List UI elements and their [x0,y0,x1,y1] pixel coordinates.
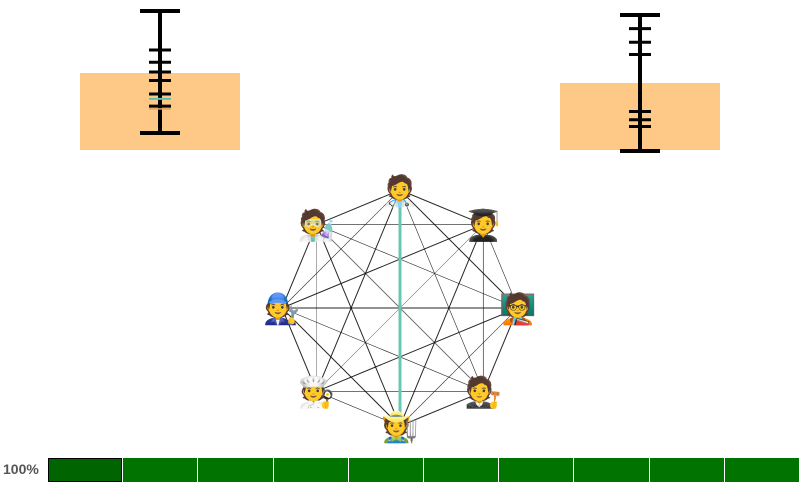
graph-edge [316,189,401,226]
graph-edge [399,189,484,392]
progress-segment [649,458,724,482]
health-worker-icon[interactable]: 🧑‍⚕️ [381,172,418,209]
progress-segment [123,458,198,482]
graph-edge [316,224,519,309]
graph-edge [399,390,484,427]
graph-edge [281,307,318,392]
teacher-icon[interactable]: 🧑‍🏫 [499,290,536,327]
graph-edge [316,307,519,392]
graph-edge [316,189,401,392]
progress-segment [724,458,799,482]
scientist-icon[interactable]: 🧑‍🔬 [298,207,335,244]
progress-segment [48,458,123,482]
progress-label: 100% [3,461,39,477]
graph-edge [482,307,519,392]
progress-track [48,458,800,482]
progress-segment [273,458,348,482]
cook-icon[interactable]: 🧑‍🍳 [298,374,335,410]
progress-segment [499,458,574,482]
graph-edge [399,189,484,226]
graduate-icon[interactable]: 🧑‍🎓 [465,208,502,244]
progress-bar: 100% [0,456,800,482]
graph-edge [281,307,484,392]
progress-segment [198,458,273,482]
farmer-icon[interactable]: 🧑‍🌾 [380,410,418,445]
progress-segment [348,458,423,482]
progress-segment [423,458,499,482]
graph-edge [483,224,519,309]
graph-edge [316,391,401,427]
graph-edge [399,224,484,427]
progress-segment [574,458,649,482]
game-scene: 🧑‍⚕️ 🧑‍🎓 🧑‍🏫 🧑‍⚖️ 🧑‍🌾 🧑‍🍳 🧑‍🔧 🧑‍🔬 [80,9,720,445]
judge-icon[interactable]: 🧑‍⚖️ [465,373,502,410]
graph-edge [281,224,318,309]
graph-edge [281,224,484,309]
graph-edge [316,224,401,427]
graph-edge [281,307,401,427]
mechanic-icon[interactable]: 🧑‍🔧 [263,291,300,327]
